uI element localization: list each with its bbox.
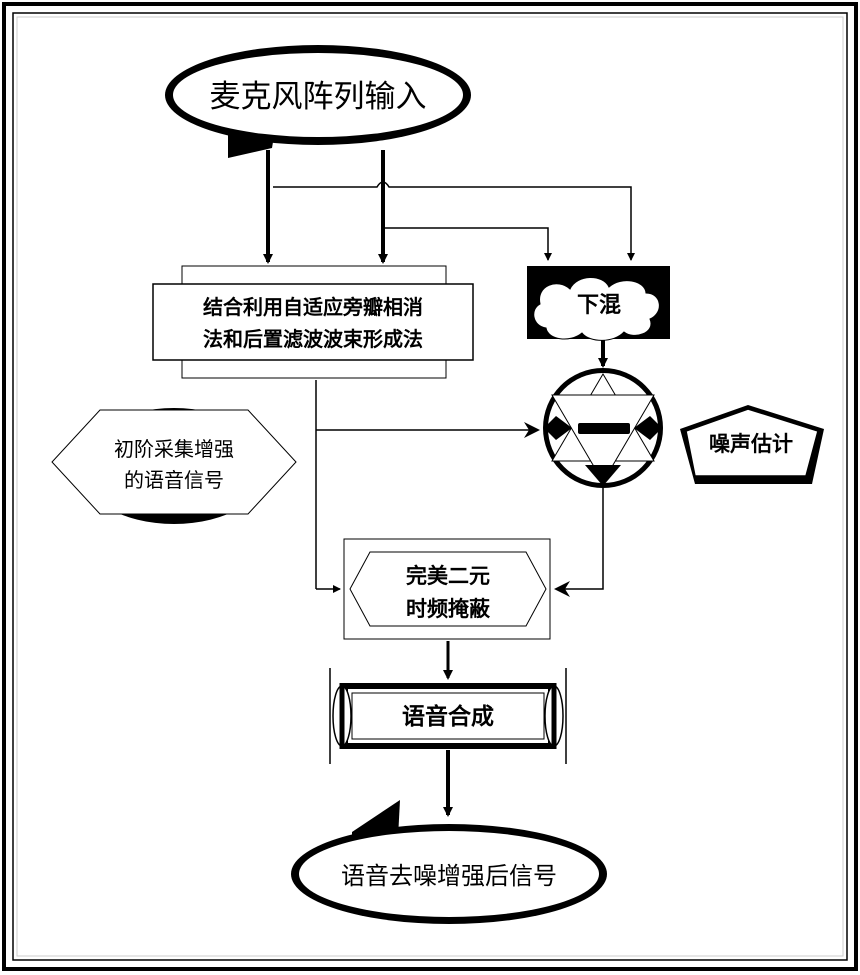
- synthesis-label: 语音合成: [402, 703, 494, 730]
- subtractor-node: [543, 368, 663, 488]
- synthesis-node: 语音合成: [330, 668, 566, 764]
- input-label: 麦克风阵列输入: [210, 79, 427, 115]
- initial-enhanced-node: 初阶采集增强 的语音信号: [52, 408, 296, 524]
- initial-enhanced-line2: 的语音信号: [124, 468, 224, 492]
- beamform-node: 结合利用自适应旁瓣相消 法和后置滤波波束形成法: [153, 266, 473, 378]
- beamform-label-line1: 结合利用自适应旁瓣相消: [203, 295, 423, 319]
- downmix-node: 下混: [527, 266, 670, 340]
- output-label: 语音去噪增强后信号: [341, 862, 557, 890]
- noise-estimate-label: 噪声估计: [709, 432, 793, 456]
- noise-estimate-node: 噪声估计: [680, 405, 824, 484]
- output-node: 语音去噪增强后信号: [291, 800, 607, 924]
- mask-label-line2: 时频掩蔽: [406, 597, 491, 621]
- minus-symbol: [578, 423, 630, 434]
- mask-label-line1: 完美二元: [406, 564, 490, 588]
- beamform-label-line2: 法和后置滤波波束形成法: [203, 327, 423, 351]
- downmix-label: 下混: [577, 293, 621, 318]
- mask-node: 完美二元 时频掩蔽: [344, 539, 550, 639]
- input-node: 麦克风阵列输入: [165, 45, 471, 158]
- initial-enhanced-line1: 初阶采集增强: [114, 437, 234, 461]
